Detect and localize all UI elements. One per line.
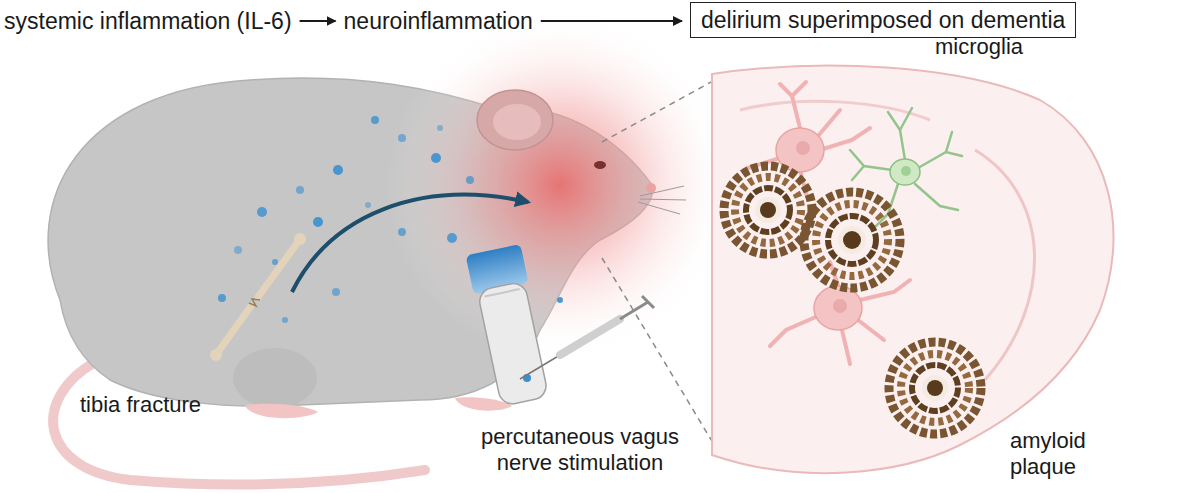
mouse-ear xyxy=(477,90,553,150)
amyloid-plaque xyxy=(804,192,900,288)
whiskers xyxy=(638,186,686,214)
hind-foot xyxy=(245,404,318,419)
brain-section xyxy=(712,66,1114,473)
outcome-box: delirium superimposed on dementia xyxy=(690,2,1076,38)
flow-arrow xyxy=(300,20,336,22)
injury-label: tibia fracture xyxy=(80,392,201,418)
inflammation-glow xyxy=(385,10,735,360)
stimulation-probe xyxy=(466,244,553,407)
neuron xyxy=(748,82,870,200)
process-text: neuroinflammation xyxy=(344,4,533,38)
amyloid-plaque xyxy=(724,166,812,254)
mouse-eye xyxy=(594,161,606,169)
mouse-nose xyxy=(646,183,656,193)
cell-label: microglia xyxy=(935,34,1023,60)
intervention-label: percutaneous vagus nerve stimulation xyxy=(452,424,708,476)
plaque-label: amyloid plaque xyxy=(1010,428,1120,480)
microglia-cell xyxy=(850,108,962,226)
process-text: systemic inflammation (IL-6) xyxy=(4,4,292,38)
flow-arrow xyxy=(541,20,682,22)
hind-leg xyxy=(233,348,317,408)
stimulation-needle xyxy=(520,296,654,379)
zoom-lines xyxy=(602,76,722,448)
amyloid-plaque xyxy=(889,342,981,434)
tibia-bone xyxy=(210,233,306,361)
node-text: delirium superimposed on dementia xyxy=(701,5,1065,35)
inner-ear xyxy=(493,104,541,140)
brain-fold xyxy=(975,150,1035,380)
node-text: neuroinflammation xyxy=(344,6,533,36)
node-text: systemic inflammation (IL-6) xyxy=(4,6,292,36)
